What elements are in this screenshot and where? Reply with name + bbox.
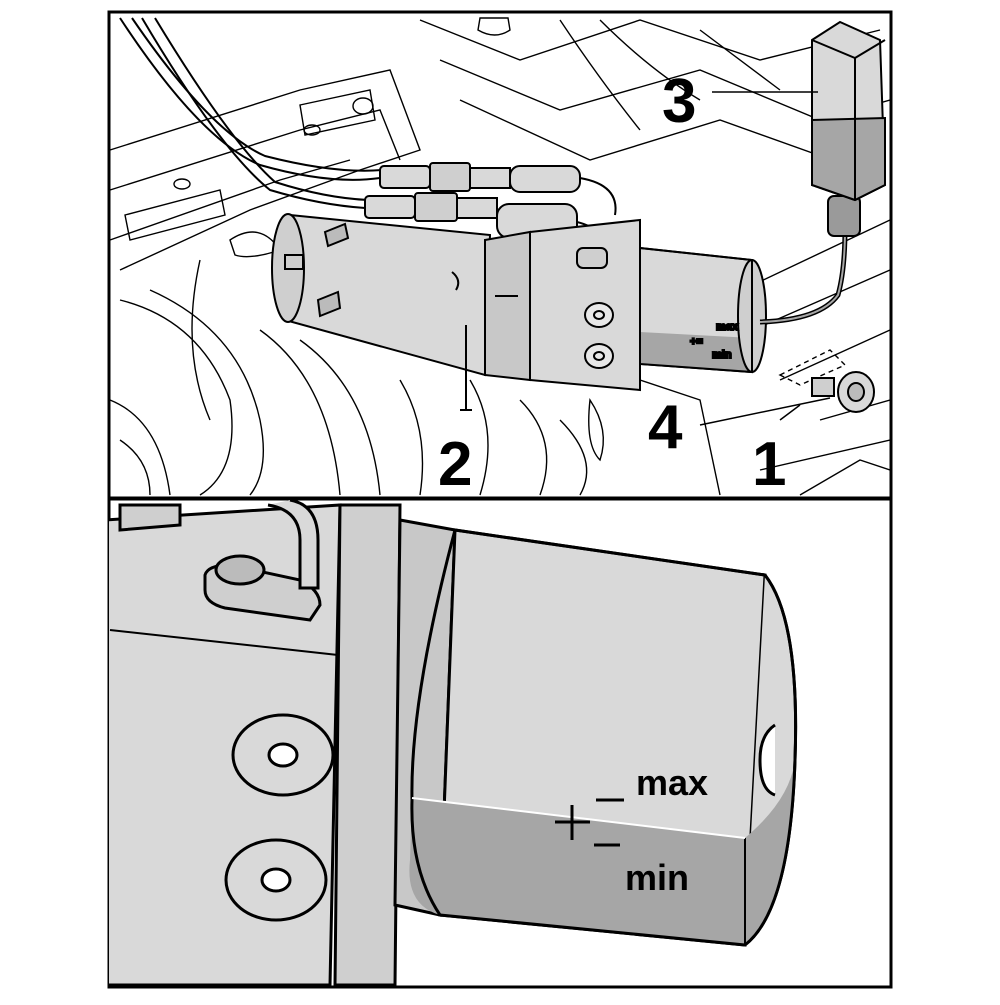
hydraulic-lines [119, 17, 383, 209]
detail-panel: max min [107, 497, 893, 989]
callout-2: 2 [438, 430, 472, 499]
min-label-small: min [712, 349, 732, 361]
valve-block-detail [109, 499, 342, 987]
callout-leaders [699, 91, 831, 426]
filler-cap [811, 371, 875, 413]
overview-panel: max min += [107, 10, 893, 500]
max-label: max [636, 762, 708, 803]
max-label-small: max [716, 321, 739, 333]
reservoir-large [409, 528, 798, 947]
level-scale-detail [555, 798, 624, 847]
callout-4: 4 [648, 393, 683, 462]
callout-3: 3 [662, 67, 696, 136]
level-sensor [759, 20, 887, 325]
callout-1: 1 [752, 430, 786, 499]
min-label: min [625, 857, 689, 898]
reservoir-small: max min += [639, 246, 767, 374]
plus-minus-mark-small: += [690, 336, 703, 348]
valve-block [484, 218, 641, 392]
